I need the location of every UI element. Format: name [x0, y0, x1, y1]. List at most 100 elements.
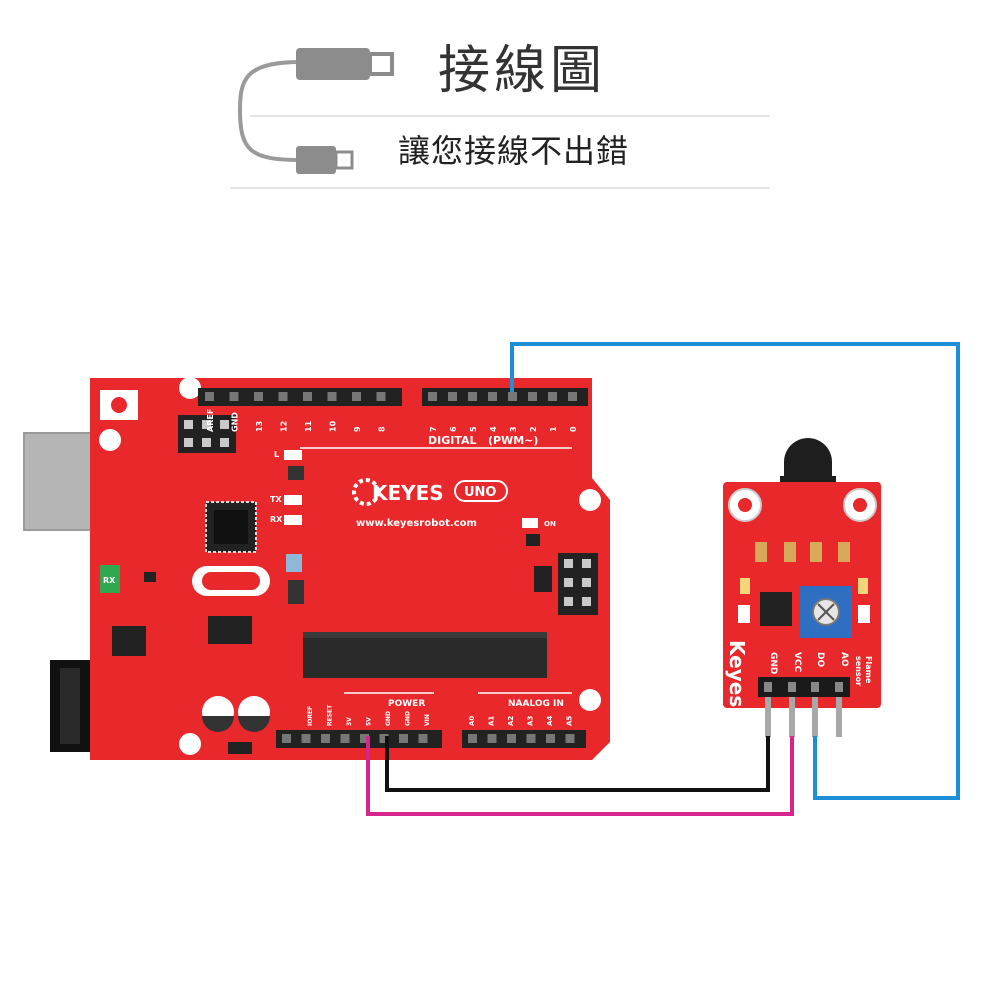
resistor	[784, 542, 796, 562]
digital-pin-label: 13	[255, 421, 264, 432]
header-pin-hole	[448, 392, 457, 401]
digital-pin-label: 7	[429, 426, 438, 432]
header-pin-hole	[352, 392, 361, 401]
digital-pin-label: GND	[231, 412, 240, 432]
mounting-hole	[579, 689, 601, 711]
sensor-pin-label: DO	[815, 652, 825, 667]
keyes-logo: KEYES UNO www.keyesrobot.com	[352, 478, 508, 529]
digital-pin-label: 5	[469, 426, 478, 432]
sensor-pin	[812, 697, 818, 737]
digital-pin-label: 11	[304, 420, 313, 432]
analog-pin-label: A0	[468, 716, 476, 726]
header-pin-hole	[278, 392, 288, 401]
header-pin-hole	[565, 734, 575, 743]
analog-pin-label: A2	[507, 716, 515, 726]
digital-pin-label: 0	[569, 426, 578, 432]
potentiometer[interactable]	[800, 586, 852, 638]
analog-pin-label: A1	[488, 716, 496, 726]
board-brand: KEYES	[372, 481, 444, 505]
tx-led-label: TX	[270, 495, 282, 504]
header-pin-hole	[468, 734, 477, 743]
on-led	[522, 518, 538, 528]
comparator-chip	[760, 592, 792, 626]
page-title: 接線圖	[438, 41, 606, 101]
header-pin-hole	[428, 392, 437, 401]
atmega-chip	[303, 632, 547, 678]
header-pin-hole	[254, 392, 263, 401]
digital-pin-label: 8	[378, 426, 387, 432]
power-pin-label: GND	[385, 711, 392, 726]
header-pin-hole	[301, 734, 311, 743]
header-pin-hole	[360, 734, 369, 743]
sensor-pin	[765, 697, 771, 737]
power-pin-label: VIN	[424, 714, 431, 726]
header-pin-hole	[526, 734, 536, 743]
digital-pin-label: 6	[449, 426, 458, 432]
sensor-brand: Keyes	[725, 640, 749, 707]
sensor-pin	[789, 697, 795, 737]
digital-pin-label: 9	[353, 426, 362, 432]
analog-pin-label: A5	[566, 716, 574, 726]
analog-pin-label: A3	[527, 716, 535, 726]
resistor	[810, 542, 822, 562]
digital-pin-label: 3	[509, 426, 518, 432]
header-pin-hole	[508, 392, 517, 401]
digital-pin-label: 1	[549, 426, 558, 432]
wire-5v	[366, 736, 794, 816]
analog-header	[462, 730, 586, 748]
header-pin-hole	[399, 734, 408, 743]
header-pin-hole	[546, 734, 555, 743]
power-label: POWER	[388, 699, 425, 709]
l-led-label: L	[274, 450, 279, 459]
digital-header-right	[422, 388, 588, 406]
on-led-label: ON	[544, 520, 556, 528]
mounting-hole	[179, 733, 201, 755]
mounting-hole	[179, 377, 201, 399]
digital-pin-label: 4	[489, 426, 498, 432]
smd-component	[288, 580, 304, 604]
page-subtitle: 讓您接線不出錯	[398, 132, 629, 170]
mounting-hole	[99, 429, 121, 451]
header-pin-hole	[468, 392, 477, 401]
sensor-pin-header	[758, 677, 850, 697]
rx-led-label: RX	[270, 515, 283, 524]
power-pin-label: GND	[405, 711, 412, 726]
sensor-pin-label: VCC	[792, 652, 802, 673]
power-pin-label: IOREF	[307, 706, 314, 726]
wire-do-to-d3	[510, 342, 960, 800]
capacitor	[202, 696, 234, 732]
sensor-pin	[836, 697, 842, 737]
digital-pin-label: AREF	[206, 409, 215, 432]
board-model: UNO	[464, 485, 497, 500]
digital-header-left	[198, 388, 402, 406]
header-pin-hole	[282, 734, 291, 743]
capacitor	[238, 696, 270, 732]
pwm-label: (PWM~)	[488, 434, 538, 447]
header-pin-hole	[303, 392, 312, 401]
header-pin-hole	[488, 392, 497, 401]
digital-label: DIGITAL	[428, 434, 477, 447]
header-pin-hole	[229, 392, 239, 401]
wire-gnd	[385, 736, 770, 792]
l-led	[284, 450, 302, 460]
header-pin-hole	[379, 734, 389, 743]
crystal	[286, 554, 302, 572]
rx-led-text: RX	[103, 576, 116, 585]
header-pin-hole	[340, 734, 350, 743]
header-pin-hole	[568, 392, 577, 401]
header-pin-hole	[205, 392, 214, 401]
sensor-pin-label: AO	[839, 652, 849, 667]
digital-pin-label: 12	[280, 421, 289, 432]
smd-component	[288, 466, 304, 480]
mounting-hole	[579, 489, 601, 511]
power-pin-label: 3V	[346, 717, 353, 726]
sensor-name-line2: sensor	[854, 656, 863, 686]
resistor	[838, 542, 850, 562]
reset-button[interactable]	[100, 390, 138, 420]
power-header	[276, 730, 442, 748]
analog-label: NAALOG IN	[508, 699, 564, 709]
